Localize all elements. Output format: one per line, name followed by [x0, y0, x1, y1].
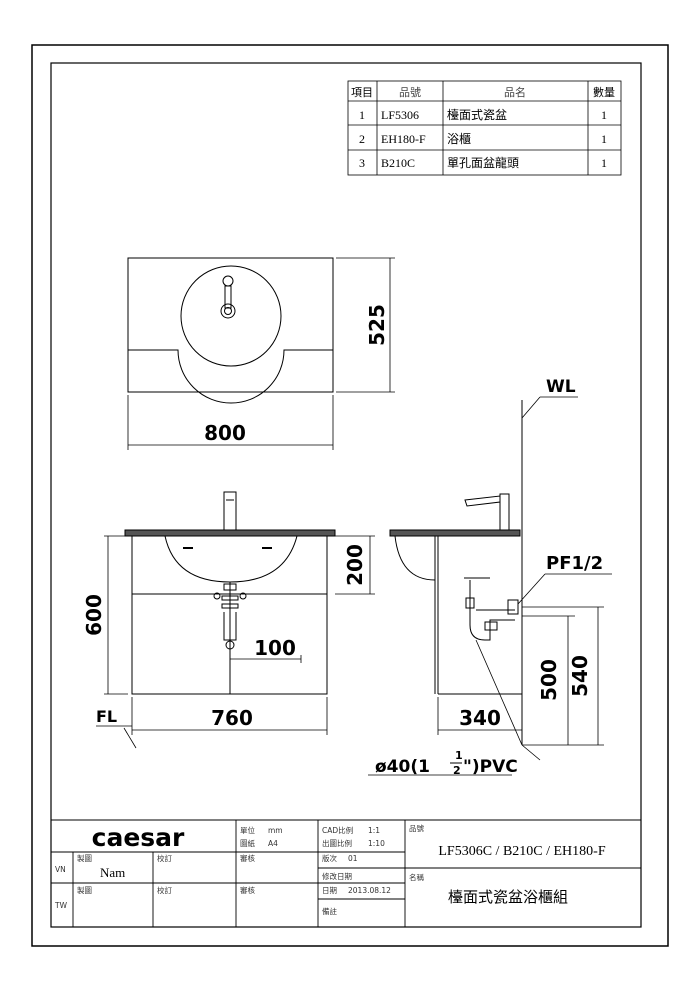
- dim-drain-offset: 100: [254, 636, 296, 660]
- print-scale-value: 1:10: [368, 839, 385, 848]
- print-scale-label: 出圖比例: [322, 838, 352, 848]
- row3-item: 3: [359, 156, 365, 170]
- drawn-label: 製圖: [77, 853, 92, 863]
- row2-qty: 1: [601, 132, 607, 146]
- label-drain-pipe: ø40(1 1 2 ")PVC: [375, 749, 518, 777]
- date-label: 日期: [322, 886, 337, 895]
- revision-label: 修改日期: [322, 871, 352, 881]
- drain-pipe-num: 1: [455, 749, 463, 762]
- product-code-label: 品號: [409, 823, 424, 833]
- tw-label: TW: [54, 901, 68, 910]
- inner-frame: [50, 62, 642, 928]
- header-qty: 數量: [593, 86, 615, 99]
- drain-pipe-prefix: ø40(1: [375, 757, 430, 777]
- label-wall: WL: [546, 377, 576, 397]
- row1-code: LF5306: [381, 108, 419, 122]
- name-label: 名稱: [409, 872, 424, 882]
- version-label: 版次: [322, 853, 337, 863]
- top-view: [127, 257, 334, 404]
- dim-drain-height: 500: [537, 659, 561, 701]
- outer-frame: [31, 44, 669, 947]
- row3-code: B210C: [381, 156, 415, 170]
- paper-value: A4: [268, 839, 278, 848]
- dim-supply-height: 540: [568, 655, 592, 697]
- drain-pipe-suffix: ")PVC: [463, 757, 518, 777]
- dim-front-basin-height: 200: [343, 544, 367, 586]
- dim-top-width: 800: [204, 421, 246, 445]
- row1-item: 1: [359, 108, 365, 122]
- side-view-dimensions: [368, 396, 612, 776]
- row2-code: EH180-F: [381, 132, 426, 146]
- drawn-label-2: 製圖: [77, 885, 92, 895]
- label-supply: PF1/2: [546, 553, 603, 574]
- unit-value: mm: [268, 826, 283, 835]
- cad-scale-value: 1:1: [368, 826, 380, 835]
- remark-label: 備註: [322, 906, 337, 916]
- header-name: 品名: [504, 85, 526, 99]
- header-item: 項目: [351, 86, 373, 99]
- row3-name: 單孔面盆龍頭: [447, 155, 519, 170]
- front-view-dimensions: [96, 535, 375, 749]
- row3-qty: 1: [601, 156, 607, 170]
- cad-scale-label: CAD比例: [322, 825, 353, 835]
- parts-table: [347, 80, 622, 176]
- dim-side-depth: 340: [459, 706, 501, 730]
- approved-label: 審核: [240, 853, 255, 863]
- caesar-logo: caesar: [92, 823, 185, 852]
- row2-name: 浴櫃: [447, 132, 471, 146]
- product-code: LF5306C / B210C / EH180-F: [438, 844, 605, 859]
- checked-label: 校訂: [157, 853, 172, 863]
- row2-item: 2: [359, 132, 365, 146]
- front-view: [124, 491, 336, 695]
- label-floor: FL: [96, 707, 117, 726]
- version-value: 01: [348, 854, 358, 863]
- dim-front-height: 600: [82, 594, 106, 636]
- vn-label: VN: [55, 865, 66, 874]
- approved-label-2: 審核: [240, 885, 255, 895]
- row1-qty: 1: [601, 108, 607, 122]
- dim-top-depth: 525: [365, 304, 389, 346]
- side-view: [389, 400, 523, 745]
- unit-label: 單位: [240, 825, 255, 835]
- title-block-text: caesar 單位 mm 圖紙 A4 CAD比例 1:1 出圖比例 1:10 品…: [54, 823, 606, 916]
- drain-pipe-den: 2: [453, 764, 461, 777]
- date-value: 2013.08.12: [348, 886, 391, 895]
- top-view-dimensions: [127, 257, 395, 450]
- drawn-value: Nam: [100, 865, 125, 880]
- row1-name: 檯面式瓷盆: [447, 108, 507, 122]
- dim-front-width: 760: [211, 706, 253, 730]
- paper-label: 圖紙: [240, 838, 255, 848]
- title-block: [51, 819, 641, 927]
- parts-table-text: 項目 品號 品名 數量 1 LF5306 檯面式瓷盆 1 2 EH180-F 浴…: [351, 85, 615, 170]
- product-name: 檯面式瓷盆浴櫃組: [448, 889, 568, 906]
- header-code: 品號: [399, 86, 421, 99]
- checked-label-2: 校訂: [157, 885, 172, 895]
